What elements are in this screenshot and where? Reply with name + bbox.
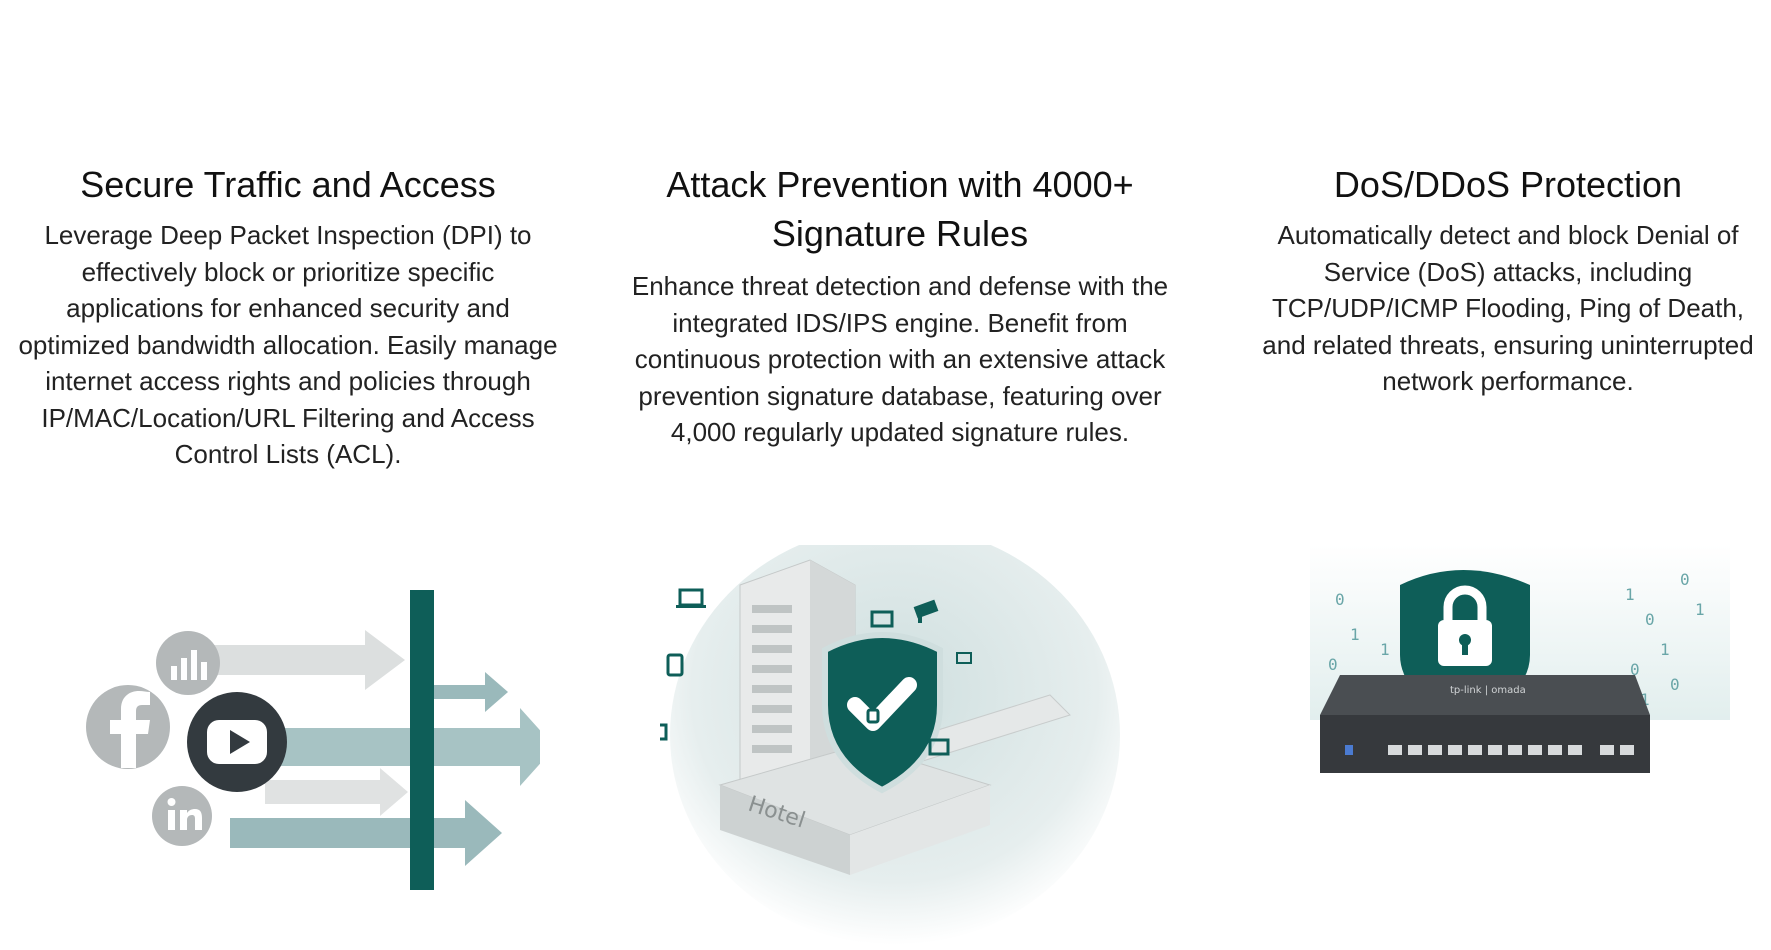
bar-chart-icon xyxy=(156,631,220,695)
feature-attack-prevention: Attack Prevention with 4000+ Signature R… xyxy=(620,160,1180,451)
svg-text:1: 1 xyxy=(1640,690,1650,709)
tablet-icon xyxy=(666,653,684,677)
laptop-icon xyxy=(676,588,706,608)
feature-title: Attack Prevention with 4000+ Signature R… xyxy=(666,164,1134,254)
svg-text:0: 0 xyxy=(1645,610,1655,629)
svg-text:0: 0 xyxy=(1630,660,1640,679)
svg-text:0: 0 xyxy=(1680,570,1690,589)
feature-description: Enhance threat detection and defense wit… xyxy=(631,271,1169,447)
arrow-teal-middle xyxy=(280,708,555,786)
laptop-icon-right xyxy=(870,610,894,628)
hotel-security-illustration: Hotel xyxy=(646,525,1130,945)
svg-text:0: 0 xyxy=(1328,655,1338,674)
watch-icon xyxy=(866,708,880,724)
svg-text:1: 1 xyxy=(1350,625,1360,644)
traffic-filter-illustration xyxy=(40,590,555,890)
svg-text:1: 1 xyxy=(1660,640,1670,659)
youtube-icon xyxy=(187,692,287,792)
feature-title: Secure Traffic and Access xyxy=(80,164,496,205)
feature-title: DoS/DDoS Protection xyxy=(1333,164,1683,205)
camera-icon xyxy=(913,599,939,623)
wifi-icon xyxy=(956,652,972,664)
svg-text:1: 1 xyxy=(1625,585,1635,604)
hotel-building: Hotel xyxy=(718,559,1071,875)
facebook-icon xyxy=(86,685,170,769)
device-brand: tp-link | omada xyxy=(1450,685,1526,696)
arrow-teal-small xyxy=(430,672,508,712)
svg-text:1: 1 xyxy=(1695,600,1705,619)
arrow-light-top xyxy=(195,630,405,690)
feature-description: Leverage Deep Packet Inspection (DPI) to… xyxy=(18,220,558,469)
feature-description: Automatically detect and block Denial of… xyxy=(1262,220,1754,396)
feature-secure-traffic: Secure Traffic and Access Leverage Deep … xyxy=(18,160,558,473)
dos-protection-illustration: 010 010 101 001 01 tp-link | omada xyxy=(1300,545,1750,875)
linkedin-icon xyxy=(152,786,212,846)
arrow-light-lower xyxy=(265,768,408,816)
arrow-teal-bottom xyxy=(230,800,502,866)
svg-text:1: 1 xyxy=(1380,640,1390,659)
svg-text:0: 0 xyxy=(1335,590,1345,609)
feature-dos-protection: DoS/DDoS Protection Automatically detect… xyxy=(1248,160,1768,400)
firewall-bar xyxy=(410,590,434,890)
router-device-icon: tp-link | omada xyxy=(1320,675,1650,773)
svg-text:0: 0 xyxy=(1670,675,1680,694)
